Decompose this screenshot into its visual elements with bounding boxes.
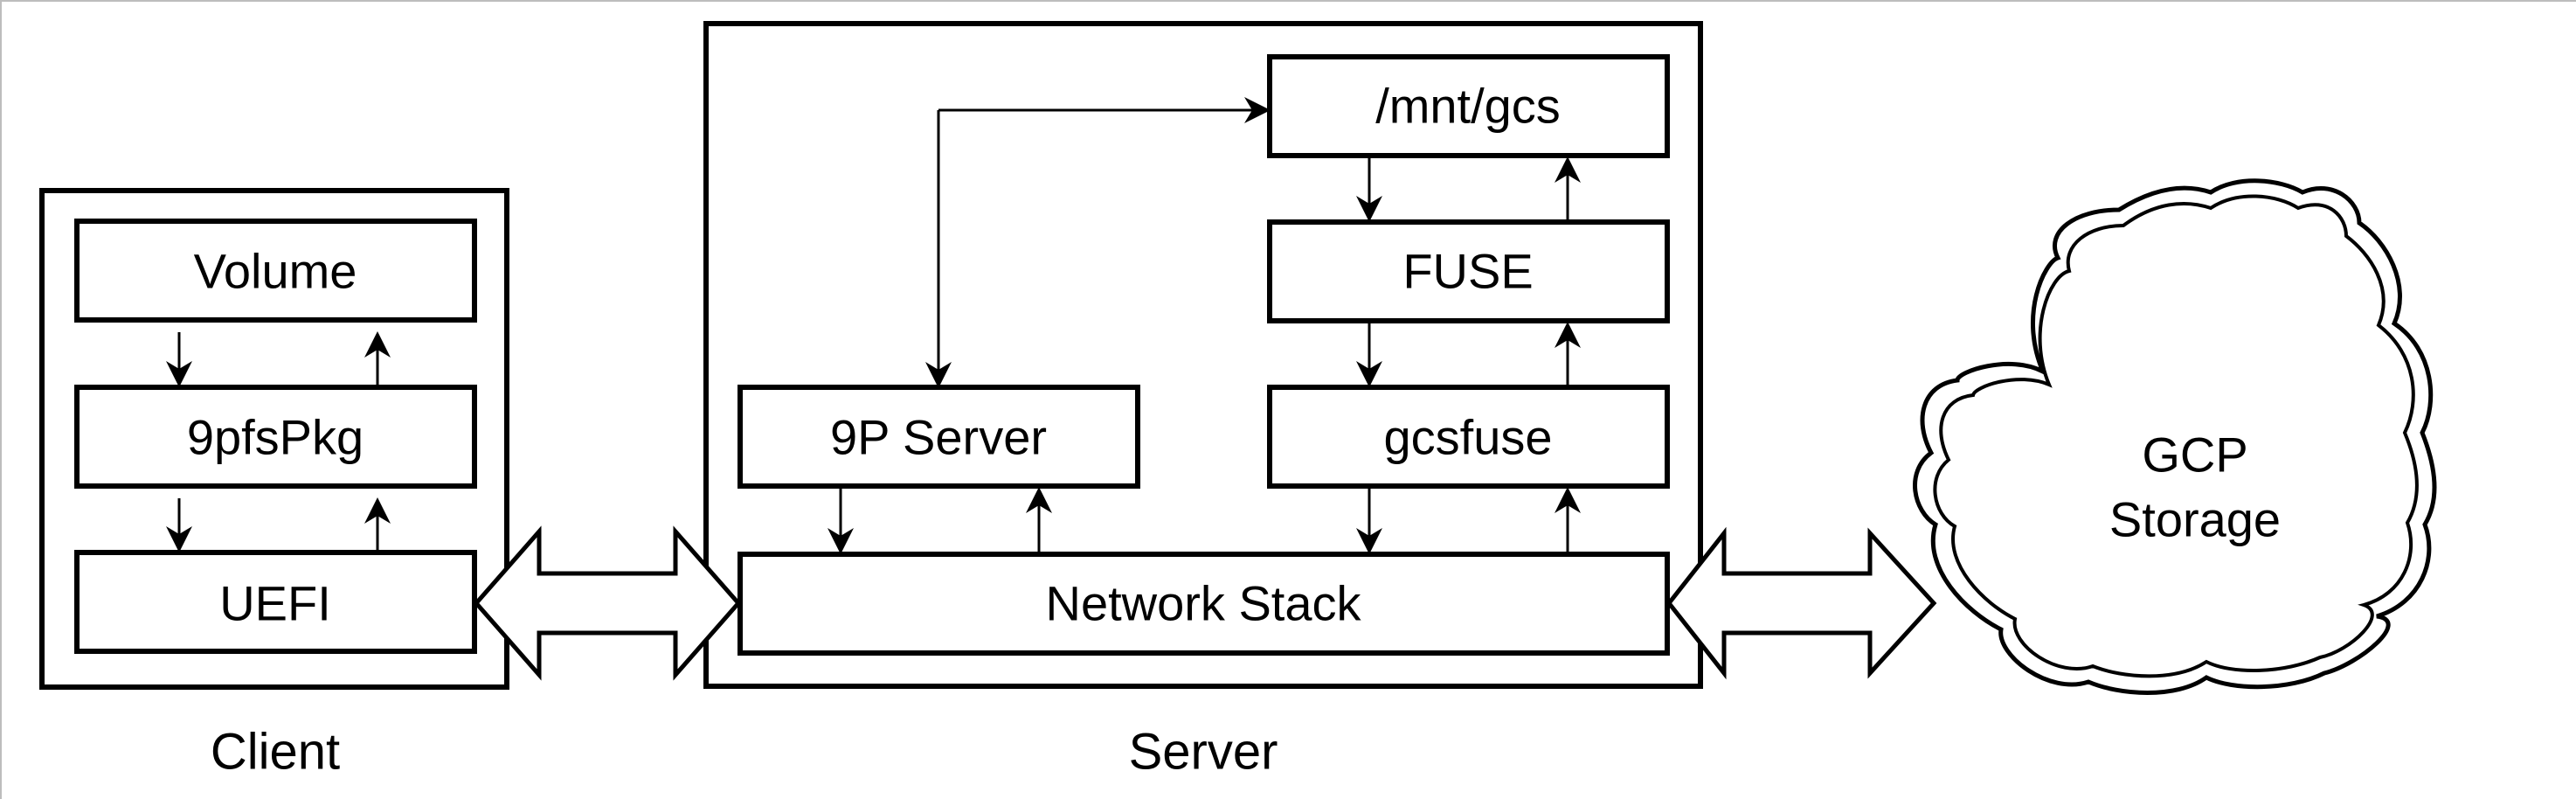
block-arrow-client-server [473,525,742,681]
cloud-inner-outline [1933,194,2419,678]
pkg-box [74,385,477,489]
network-stack-label: Network Stack [1046,576,1362,631]
volume-box [74,219,477,323]
client-container [39,188,509,690]
client-group-label: Client [211,724,340,781]
volume-label: Volume [194,244,357,299]
fuse-label: FUSE [1402,244,1533,299]
cloud-label-line1: GCP [2142,427,2247,483]
uefi-label: UEFI [219,576,331,631]
gcsfuse-box [1267,385,1670,489]
server-group-label: Server [1129,724,1278,781]
fuse-box [1267,219,1670,323]
ninep-server-label: 9P Server [830,410,1047,465]
server-container [703,21,1703,689]
cloud-label-line2: Storage [2109,492,2281,547]
pkg-label: 9pfsPkg [187,410,364,465]
mount-label: /mnt/gcs [1375,79,1561,134]
gcsfuse-label: gcsfuse [1384,410,1553,465]
block-arrow-server-cloud [1665,526,1937,680]
